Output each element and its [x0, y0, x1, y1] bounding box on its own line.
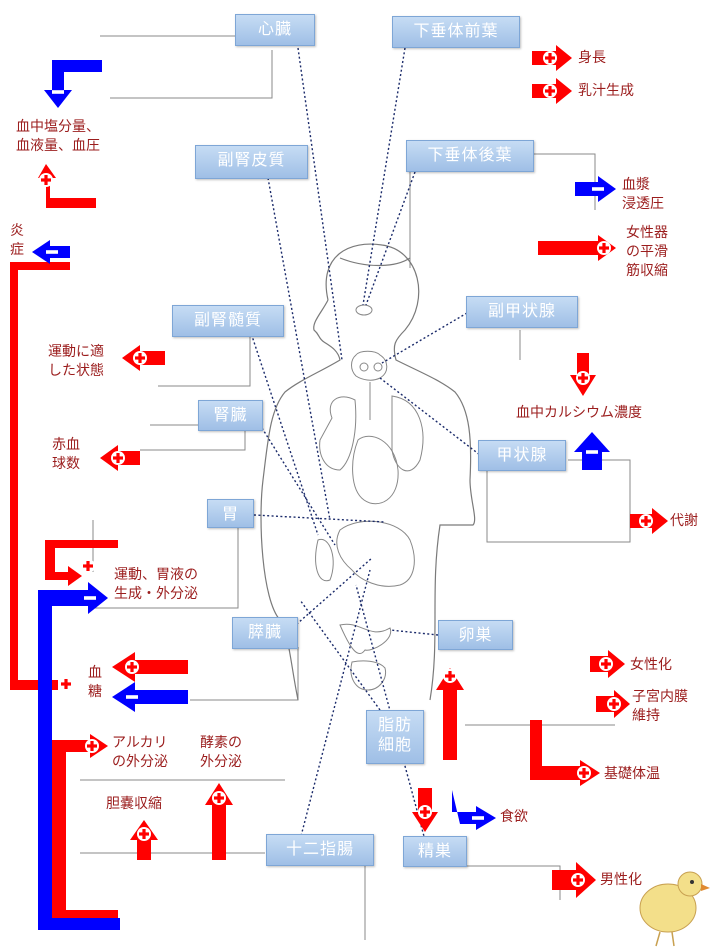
label-inflammation: 炎 症 — [10, 223, 24, 258]
label-lactation: 乳汁生成 — [578, 83, 634, 99]
label-red-blood-cells: 赤血 球数 — [52, 437, 80, 472]
red-up-arrow-enzyme — [205, 783, 233, 860]
label-blood-salt: 血中塩分量、 血液量、血圧 — [16, 119, 100, 154]
label-basal-temp: 基礎体温 — [604, 766, 660, 782]
organ-fat-cells: 脂肪 細胞 — [366, 710, 424, 764]
label-plasma-osmotic: 血漿 浸透圧 — [622, 177, 664, 212]
organ-kidney: 腎臓 — [198, 400, 263, 431]
blue-long-arrow — [38, 582, 120, 930]
label-feminization: 女性化 — [630, 657, 672, 673]
blue-arrow-blood-sugar — [112, 682, 188, 712]
red-arrow-alkali — [52, 734, 118, 920]
red-up-arrow-blood-salt — [38, 164, 96, 208]
chick-icon — [639, 871, 710, 947]
label-exercise-state: 運動に適 した状態 — [48, 344, 104, 379]
label-smooth-muscle: 女性器 の平滑 筋収縮 — [626, 225, 668, 279]
label-blood-sugar: 血 糖 — [88, 665, 102, 700]
organ-testis: 精巣 — [403, 836, 467, 867]
increase-arrows — [10, 45, 668, 920]
organ-heart: 心臓 — [235, 14, 315, 46]
organ-stomach: 胃 — [207, 499, 254, 528]
red-arrow-smooth-muscle — [538, 235, 616, 261]
organ-thyroid: 甲状腺 — [478, 440, 566, 471]
organ-adrenal-medulla: 副腎髄質 — [172, 305, 284, 337]
red-bar-inflammation — [10, 262, 70, 690]
label-gallbladder: 胆嚢収縮 — [106, 796, 162, 812]
label-blood-calcium: 血中カルシウム濃度 — [516, 405, 642, 421]
label-gastric: 運動、胃液の 生成・外分泌 — [114, 567, 198, 602]
organ-pancreas: 膵臓 — [232, 617, 298, 649]
label-masculinization: 男性化 — [600, 872, 642, 888]
blue-down-arrow-blood-salt — [44, 60, 102, 108]
label-appetite: 食欲 — [500, 809, 528, 825]
organ-duodenum: 十二指腸 — [266, 834, 374, 866]
organ-ovary: 卵巣 — [438, 620, 513, 650]
label-enzyme: 酵素の 外分泌 — [200, 735, 242, 770]
organ-parathyroid: 副甲状腺 — [466, 296, 578, 328]
red-arrow-blood-sugar — [112, 652, 188, 682]
organ-adrenal-cortex: 副腎皮質 — [195, 145, 308, 179]
label-metabolism: 代謝 — [670, 513, 698, 529]
red-up-arrow-ovary — [436, 668, 464, 760]
label-uterine-lining: 子宮内膜 維持 — [632, 689, 688, 724]
label-alkali: アルカリ の外分泌 — [112, 735, 168, 770]
organ-posterior-pituitary: 下垂体後葉 — [406, 140, 534, 172]
blue-arrow-appetite — [452, 790, 496, 830]
red-arrow-gastric — [45, 540, 118, 586]
organ-anterior-pituitary: 下垂体前葉 — [392, 16, 520, 48]
label-height: 身長 — [578, 50, 606, 66]
